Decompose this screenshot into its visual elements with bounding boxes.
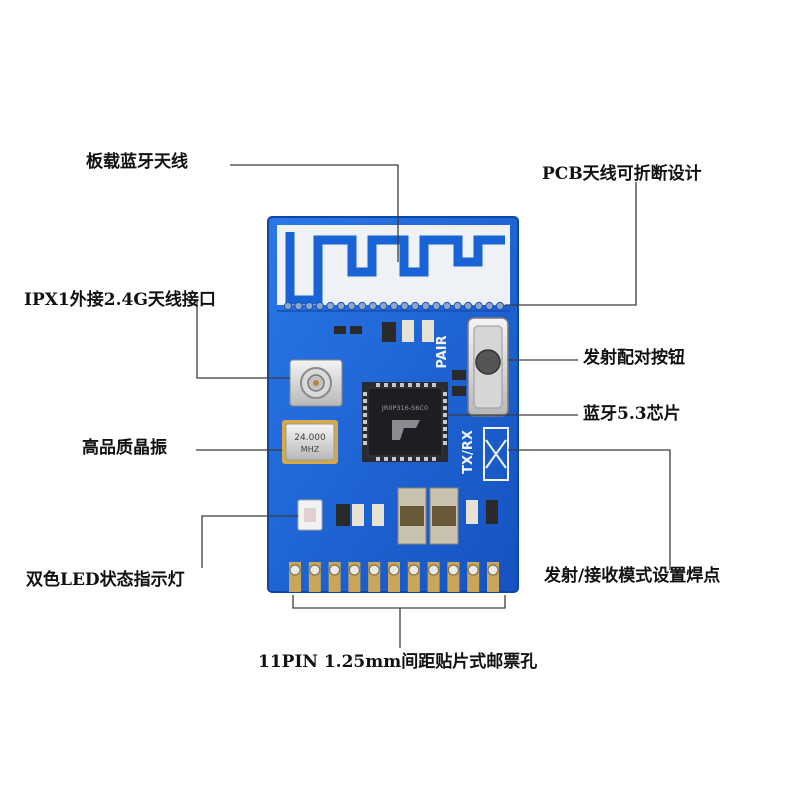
via xyxy=(358,301,367,311)
chip-pad xyxy=(416,457,420,461)
label-pcb-antenna-breakable: PCB天线可折断设计 xyxy=(542,164,702,184)
chip-pad xyxy=(400,383,404,387)
chip-pad xyxy=(400,457,404,461)
pin-hole xyxy=(289,564,301,576)
txrx-silkscreen: TX/RX xyxy=(461,430,476,474)
label-ipx1-connector: IPX1外接2.4G天线接口 xyxy=(24,290,216,310)
leader-led xyxy=(201,515,298,568)
chip-pad xyxy=(363,406,367,410)
via xyxy=(411,301,420,311)
chip-pad xyxy=(363,392,367,396)
chip-pad xyxy=(416,383,420,387)
chip-pad xyxy=(376,383,380,387)
leader-onboard-antenna xyxy=(230,164,399,262)
chip-pad xyxy=(363,420,367,424)
label-txrx-pads: 发射/接收模式设置焊点 xyxy=(544,566,721,586)
chip-pad xyxy=(408,383,412,387)
chip-pads xyxy=(363,383,447,461)
via xyxy=(432,301,441,311)
via xyxy=(453,301,462,311)
chip-pad xyxy=(384,457,388,461)
via xyxy=(464,301,473,311)
chip-pad xyxy=(443,406,447,410)
chip-pad xyxy=(363,399,367,403)
via xyxy=(326,301,335,311)
chip-pad xyxy=(424,383,428,387)
via xyxy=(495,301,505,311)
crystal-unit: MHZ xyxy=(301,445,320,454)
pin-hole xyxy=(447,564,459,576)
crystal-frequency: 24.000 xyxy=(294,433,326,443)
via xyxy=(474,301,483,311)
leader-pcb-antenna xyxy=(505,182,637,306)
via xyxy=(442,301,452,311)
leader-txrx xyxy=(508,449,671,570)
chip-pad xyxy=(443,399,447,403)
chip-pad xyxy=(443,420,447,424)
pin-hole xyxy=(467,564,479,576)
via-row xyxy=(283,301,505,311)
via xyxy=(379,301,388,311)
via xyxy=(347,301,356,311)
pin-hole xyxy=(388,564,400,576)
leader-lines xyxy=(196,164,671,648)
via xyxy=(294,301,303,311)
smd-components xyxy=(334,320,498,545)
pin-hole xyxy=(368,564,380,576)
chip-pad xyxy=(443,434,447,438)
chip-pad xyxy=(443,427,447,431)
txrx-pads xyxy=(483,427,509,481)
pin-hole xyxy=(329,564,341,576)
via xyxy=(400,301,409,311)
chip-pad xyxy=(363,441,367,445)
chip-pad xyxy=(443,392,447,396)
label-status-led: 双色LED状态指示灯 xyxy=(26,570,185,590)
chip-pad xyxy=(363,427,367,431)
chip-pad xyxy=(443,441,447,445)
chip-logo-icon xyxy=(392,420,420,440)
chip-pad xyxy=(424,457,428,461)
button-icon xyxy=(467,317,509,417)
chip-pad xyxy=(363,413,367,417)
pin-hole xyxy=(309,564,321,576)
via xyxy=(368,301,377,311)
chip-pad xyxy=(443,413,447,417)
label-onboard-antenna: 板载蓝牙天线 xyxy=(86,152,188,172)
via xyxy=(485,301,494,311)
label-crystal: 高品质晶振 xyxy=(82,438,167,458)
via xyxy=(389,301,399,311)
pin-hole xyxy=(487,564,499,576)
chip-icon: JR0P316-S6C0 xyxy=(362,382,448,462)
leader-pins-bracket xyxy=(292,595,506,609)
crystal-icon: 24.000 MHZ xyxy=(282,420,338,464)
label-pair-button: 发射配对按钮 xyxy=(583,348,685,368)
pair-silkscreen: PAIR xyxy=(435,335,450,368)
label-bt-chip: 蓝牙5.3芯片 xyxy=(583,404,681,424)
stamp-hole-pins xyxy=(289,562,499,592)
via xyxy=(336,301,346,311)
pcb-antenna-trace xyxy=(285,232,505,305)
ipx-connector-icon xyxy=(289,359,343,407)
led-icon xyxy=(297,499,323,531)
pin-hole xyxy=(348,564,360,576)
chip-pad xyxy=(408,457,412,461)
label-pins: 11PIN 1.25mm间距贴片式邮票孔 xyxy=(258,652,538,672)
chip-pad xyxy=(432,457,436,461)
leader-ipx1 xyxy=(196,300,290,379)
chip-pad xyxy=(392,383,396,387)
chip-pad xyxy=(384,383,388,387)
chip-marking: JR0P316-S6C0 xyxy=(381,404,428,412)
via xyxy=(305,301,314,311)
chip-pad xyxy=(392,457,396,461)
pin-hole xyxy=(428,564,440,576)
pin-hole xyxy=(408,564,420,576)
via xyxy=(315,301,324,311)
via xyxy=(283,301,293,311)
via xyxy=(421,301,430,311)
chip-pad xyxy=(363,434,367,438)
chip-pad xyxy=(432,383,436,387)
chip-pad xyxy=(376,457,380,461)
